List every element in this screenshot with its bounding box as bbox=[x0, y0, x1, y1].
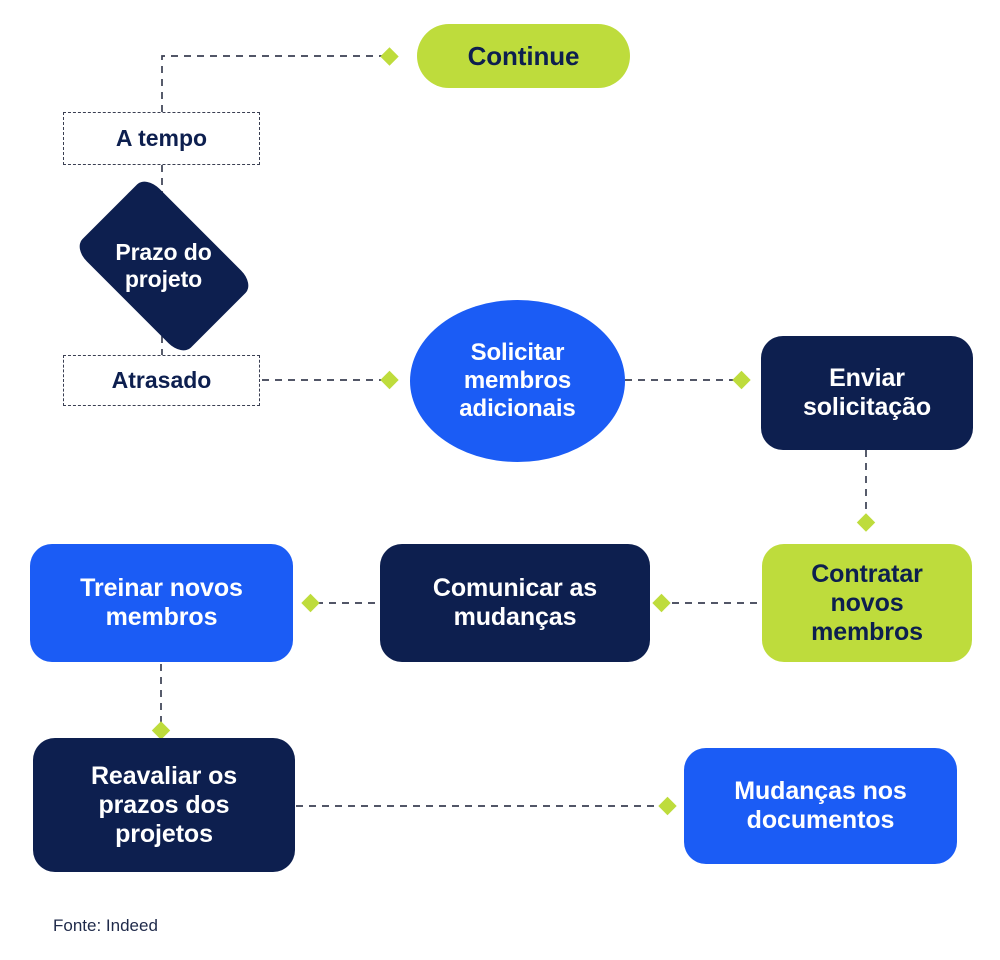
node-request-label: Solicitar membros adicionais bbox=[459, 339, 575, 422]
node-continue-label: Continue bbox=[467, 40, 580, 71]
edge-marker-hire bbox=[856, 513, 876, 532]
edge-marker-request bbox=[380, 370, 399, 390]
node-document-line1: Mudanças nos bbox=[734, 777, 907, 805]
node-hire-line1: Contratar bbox=[811, 559, 923, 588]
node-treinar-novos-membros[interactable]: Treinar novos membros bbox=[30, 544, 293, 662]
node-request-line2: membros bbox=[463, 367, 572, 395]
node-decision-prazo-do-projeto[interactable]: Prazo do projeto bbox=[55, 174, 272, 357]
node-reavaliar-prazos-projetos[interactable]: Reavaliar os prazos dos projetos bbox=[33, 738, 295, 872]
edge-marker-send bbox=[732, 370, 751, 390]
node-hire-line2: novos bbox=[830, 588, 904, 617]
node-send-label: Enviar solicitação bbox=[803, 364, 931, 422]
node-decision-line1: Prazo do bbox=[115, 238, 212, 265]
node-reassess-line3: projetos bbox=[115, 819, 213, 848]
edge-on-time-to-continue bbox=[161, 55, 383, 112]
node-reassess-line2: prazos dos bbox=[98, 790, 230, 819]
node-mudancas-nos-documentos[interactable]: Mudanças nos documentos bbox=[684, 748, 957, 864]
node-train-label: Treinar novos membros bbox=[80, 574, 243, 632]
edge-marker-document bbox=[658, 796, 677, 816]
node-communicate-line1: Comunicar as bbox=[432, 574, 598, 602]
edge-marker-reassess bbox=[151, 721, 171, 740]
node-request-line1: Solicitar bbox=[470, 339, 565, 367]
node-continue[interactable]: Continue bbox=[417, 24, 630, 88]
edge-marker-communicate bbox=[652, 593, 671, 613]
edge-marker-train bbox=[301, 593, 320, 613]
node-train-line1: Treinar novos bbox=[80, 574, 243, 602]
node-communicate-label: Comunicar as mudanças bbox=[433, 574, 597, 632]
node-communicate-line2: mudanças bbox=[453, 603, 577, 631]
node-send-line1: Enviar bbox=[829, 364, 905, 392]
node-hire-line3: membros bbox=[811, 617, 923, 646]
node-contratar-novos-membros[interactable]: Contratar novos membros bbox=[762, 544, 972, 662]
node-comunicar-as-mudancas[interactable]: Comunicar as mudanças bbox=[380, 544, 650, 662]
edge-marker-continue bbox=[380, 47, 399, 66]
node-document-line2: documentos bbox=[746, 806, 895, 834]
branch-label-atrasado-text: Atrasado bbox=[111, 367, 212, 393]
node-document-label: Mudanças nos documentos bbox=[734, 777, 907, 835]
node-send-line2: solicitação bbox=[802, 393, 932, 421]
branch-label-a-tempo: A tempo bbox=[63, 112, 260, 165]
source-note: Fonte: Indeed bbox=[53, 916, 158, 935]
branch-label-a-tempo-text: A tempo bbox=[115, 125, 208, 151]
node-reassess-label: Reavaliar os prazos dos projetos bbox=[91, 762, 237, 849]
node-hire-label: Contratar novos membros bbox=[811, 560, 923, 647]
node-decision-line2: projeto bbox=[124, 265, 203, 292]
node-request-line3: adicionais bbox=[459, 394, 576, 422]
node-decision-label: Prazo do projeto bbox=[115, 239, 211, 292]
node-enviar-solicitacao[interactable]: Enviar solicitação bbox=[761, 336, 973, 450]
node-reassess-line1: Reavaliar os bbox=[90, 761, 238, 790]
node-train-line2: membros bbox=[105, 603, 218, 631]
branch-label-atrasado: Atrasado bbox=[63, 355, 260, 406]
node-solicitar-membros-adicionais[interactable]: Solicitar membros adicionais bbox=[410, 300, 625, 462]
